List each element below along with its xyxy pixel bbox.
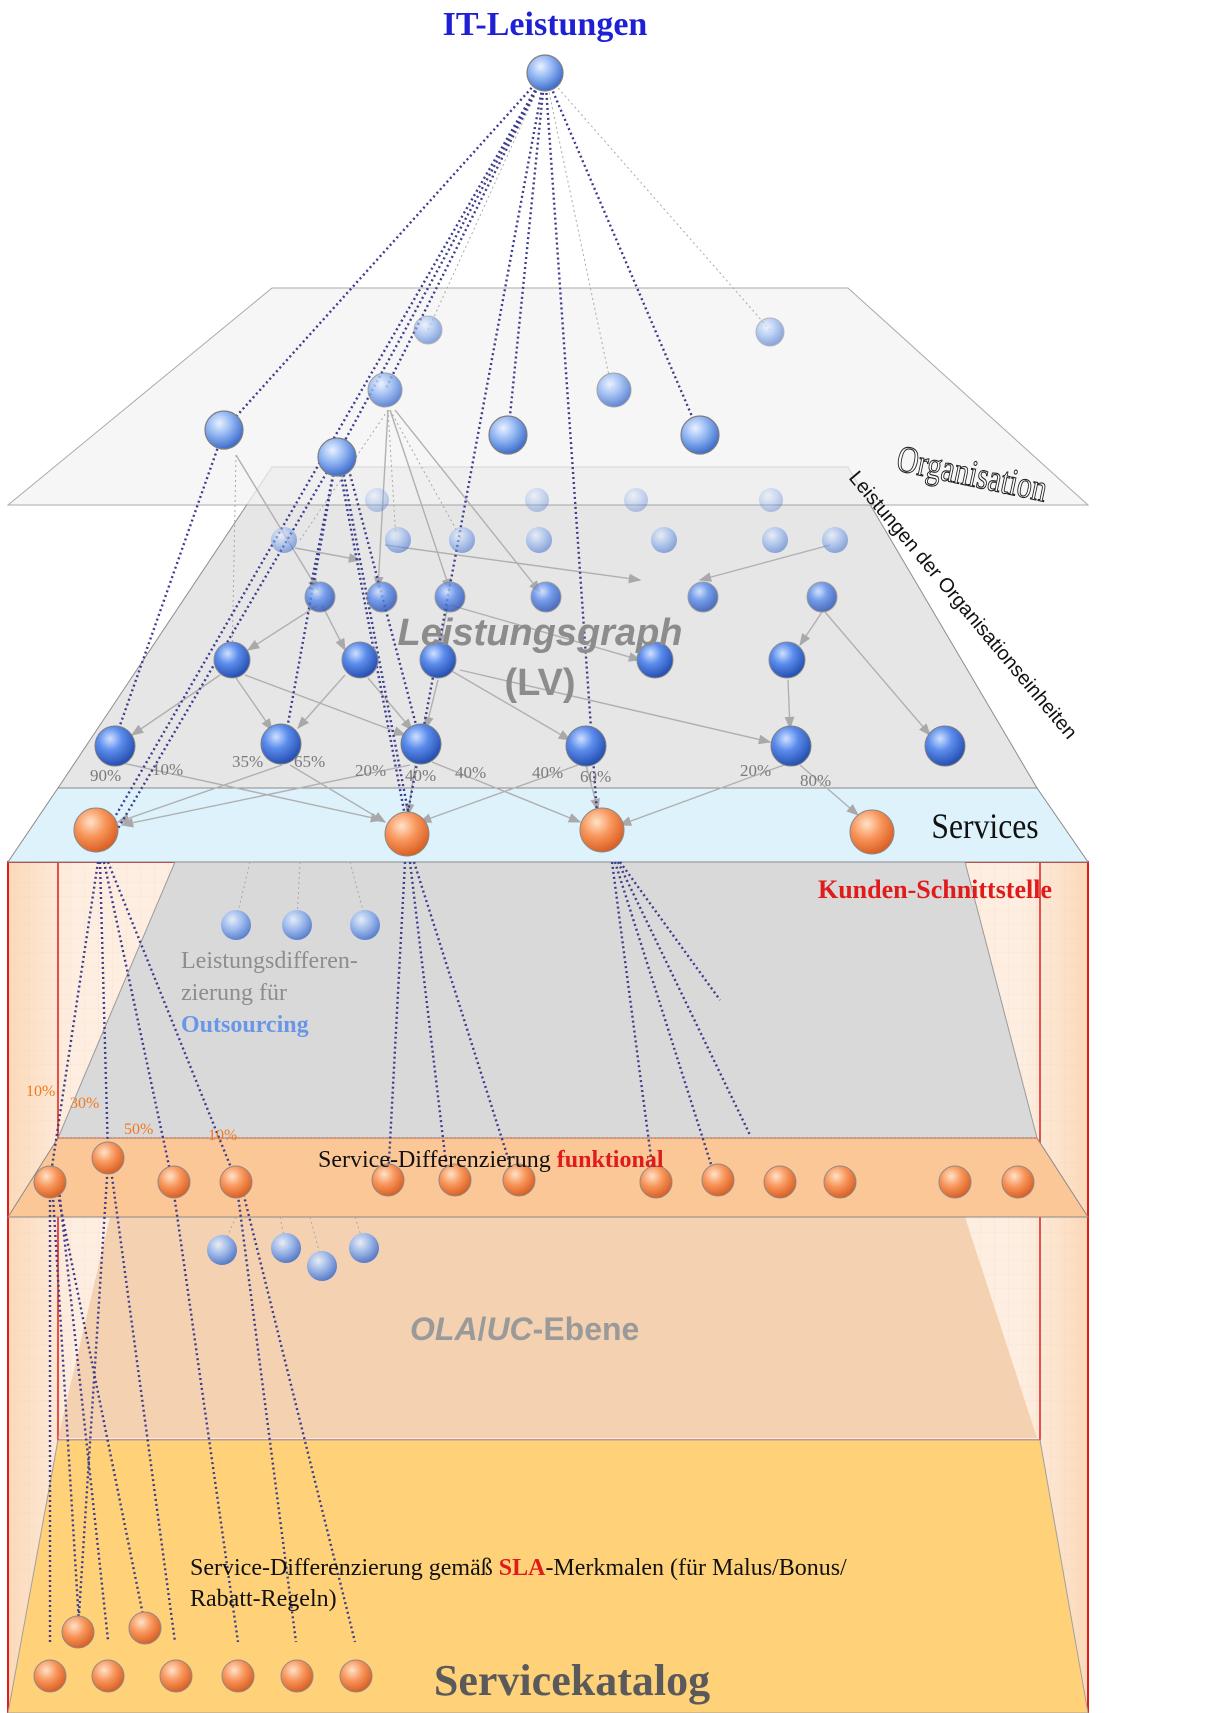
lv-percentage: 20%: [740, 761, 771, 780]
organisation-node: [488, 415, 528, 455]
organisation-plane: [6, 287, 1090, 506]
functional-percentage: 50%: [124, 1121, 153, 1138]
organisation-node: [413, 315, 443, 345]
lv-percentage: 65%: [294, 752, 325, 771]
functional-percentages: 10% 30% 50% 10%: [26, 1083, 237, 1144]
functional-percentage: 10%: [26, 1083, 55, 1100]
uc-part: UC: [486, 1311, 533, 1347]
services-label: Services: [931, 807, 1038, 846]
lv-percentage: 90%: [90, 766, 121, 785]
organisation-node: [317, 437, 357, 477]
lv-percentage: 40%: [532, 763, 563, 782]
lv-node: [365, 488, 783, 512]
services-plane: [7, 787, 1089, 863]
sla-emph: SLA: [499, 1555, 546, 1581]
diagram-title: IT-Leistungen: [443, 6, 648, 43]
differentiation-links: [48, 861, 752, 1645]
lv-node: [94, 723, 966, 767]
service-diff-emph: funktional: [557, 1147, 664, 1173]
functional-node: [33, 1141, 1035, 1199]
lv-percentages: 90% 10% 35% 65% 20% 40% 40% 40% 60% 20% …: [90, 752, 831, 790]
outsourcing-node: [221, 910, 380, 940]
servicekatalog-node: [33, 1611, 373, 1693]
faint-links: [221, 72, 771, 1263]
functional-percentage: 10%: [208, 1127, 237, 1144]
lv-percentage: 35%: [232, 752, 263, 771]
lv-node: [304, 581, 838, 613]
organisation-node: [755, 317, 785, 347]
service-diff-funktional-label: Service-Differenzierung funktional: [318, 1147, 664, 1173]
it-leistungen-node: [526, 54, 564, 92]
ebene-part: -Ebene: [533, 1311, 640, 1347]
service-node: [73, 807, 895, 857]
servicekatalog-label: Servicekatalog: [434, 1656, 710, 1705]
sla-label-line2: Rabatt-Regeln): [190, 1586, 337, 1612]
ola-uc-label: OLA/UC-Ebene: [410, 1311, 639, 1347]
ola-uc-node: [207, 1233, 379, 1281]
organisation-node: [680, 415, 720, 455]
kunden-schnittstelle-label: Kunden-Schnittstelle: [818, 875, 1052, 904]
leistungsgraph-lv-label: (LV): [504, 662, 575, 704]
outsourcing-label: Leistungsdifferen- zierung für Outsourci…: [181, 948, 358, 1038]
sla-suffix: -Merkmalen (für Malus/Bonus/: [545, 1555, 847, 1581]
lv-percentage: 10%: [152, 760, 183, 779]
lv-percentage: 40%: [405, 766, 436, 785]
outsourcing-label-line1: Leistungsdifferen-: [181, 948, 358, 974]
leistungsgraph-edges: [116, 409, 931, 828]
sla-label-line1: Service-Differenzierung gemäß SLA-Merkma…: [190, 1555, 847, 1581]
outsourcing-label-line2: zierung für: [181, 980, 287, 1006]
lv-percentage: 40%: [455, 763, 486, 782]
sla-prefix: Service-Differenzierung gemäß: [190, 1555, 499, 1581]
organisation-node: [204, 410, 244, 450]
organisation-node: [596, 372, 632, 408]
organisation-node: [367, 372, 403, 408]
leistungsgraph-label: Leistungsgraph: [397, 612, 682, 654]
ola-part: OLA: [410, 1311, 478, 1347]
outsourcing-label-line3: Outsourcing: [181, 1012, 309, 1038]
functional-percentage: 30%: [70, 1095, 99, 1112]
ola-slash: /: [478, 1311, 487, 1347]
lv-node: [271, 527, 848, 553]
lv-percentage: 80%: [800, 771, 831, 790]
hierarchy-links: [110, 72, 702, 833]
lv-percentage: 60%: [580, 767, 611, 786]
lv-percentage: 20%: [355, 761, 386, 780]
ola-uc-plane: [58, 1217, 1037, 1438]
nodes: [33, 54, 1035, 1693]
lv-node: [213, 641, 806, 679]
service-diff-prefix: Service-Differenzierung: [318, 1147, 557, 1173]
